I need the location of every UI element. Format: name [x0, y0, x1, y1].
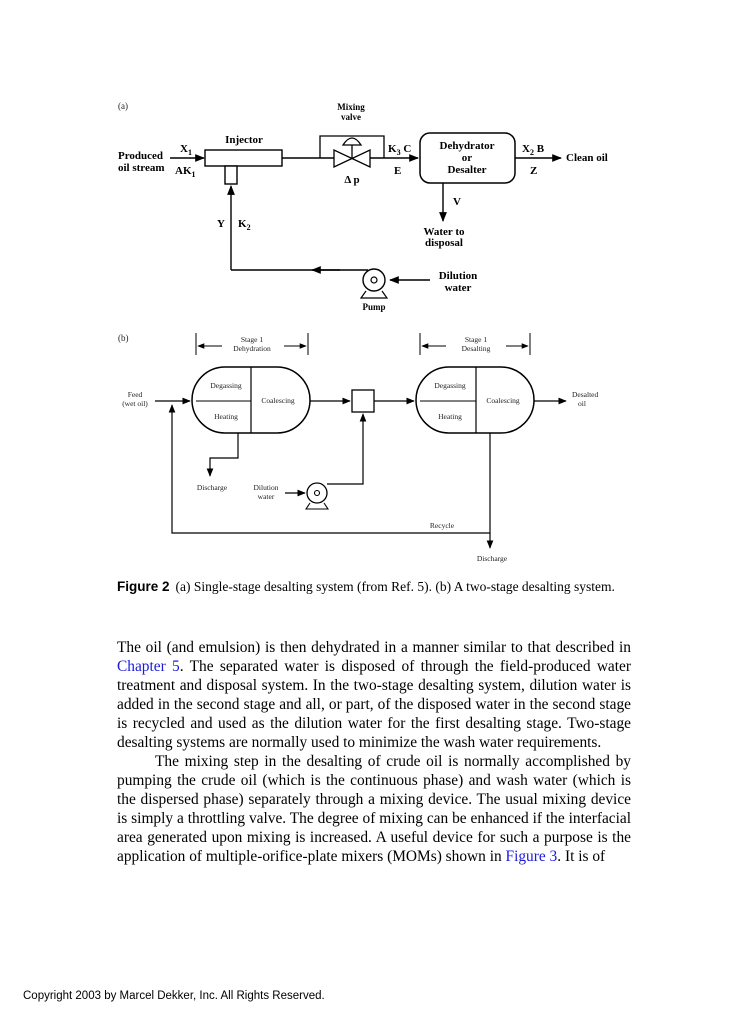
injector-body — [204, 149, 283, 167]
vessel1-degassing: Degassing — [210, 381, 241, 390]
desalted-oil-label-2: oil — [578, 399, 586, 408]
x2b-label: X2 B — [522, 143, 545, 157]
figure-caption-text: (a) Single-stage desalting system (from … — [175, 579, 615, 594]
ak1-label: AK1 — [175, 165, 196, 179]
desalting-figure: (a) Mixing valve Injector Produced oil s… — [118, 101, 608, 563]
vessel2-coalescing: Coalescing — [486, 396, 520, 405]
dehydrator-label-2: or — [462, 152, 473, 164]
vessel1-coalescing: Coalescing — [261, 396, 295, 405]
e-label: E — [394, 165, 401, 177]
dilution-water-b-label-2: water — [258, 492, 275, 501]
y-label: Y — [217, 218, 225, 230]
v-label: V — [453, 196, 461, 208]
panel-b-label: (b) — [118, 333, 129, 343]
dehydrator-label-3: Desalter — [447, 164, 486, 176]
pump-b — [306, 482, 328, 504]
paragraph-1: The oil (and emulsion) is then dehydrate… — [117, 638, 631, 752]
vessel2-heating: Heating — [438, 412, 462, 421]
x1-label: X1 — [180, 143, 192, 157]
k2-label: K2 — [238, 218, 251, 232]
chapter-5-link[interactable]: Chapter 5 — [117, 658, 180, 675]
mixing-valve-label-2: valve — [341, 112, 361, 122]
produced-oil-label-1: Produced — [118, 150, 163, 162]
paragraph-1-text-b: . The separated water is disposed of thr… — [117, 658, 631, 751]
injector-label: Injector — [225, 134, 263, 146]
discharge1-label: Discharge — [197, 483, 228, 492]
z-label: Z — [530, 165, 537, 177]
valve-actuator — [341, 137, 363, 146]
paragraph-1-text-a: The oil (and emulsion) is then dehydrate… — [117, 639, 631, 656]
dilution-water-b-label-1: Dilution — [253, 483, 278, 492]
dilution-water-a-label-2: water — [445, 282, 472, 294]
produced-oil-label-2: oil stream — [118, 162, 165, 174]
clean-oil-label: Clean oil — [566, 152, 608, 164]
injector-nozzle — [224, 165, 238, 185]
valve-right — [350, 148, 371, 169]
delta-p-label: Δ p — [344, 174, 359, 186]
discharge2-label: Discharge — [477, 554, 508, 563]
vessel1-heating: Heating — [214, 412, 238, 421]
copyright-footer: Copyright 2003 by Marcel Dekker, Inc. Al… — [23, 990, 325, 1002]
paragraph-2: The mixing step in the desalting of crud… — [117, 752, 631, 866]
dehydrator-label-1: Dehydrator — [440, 140, 495, 152]
body-text: The oil (and emulsion) is then dehydrate… — [117, 638, 631, 866]
dilution-water-a-label-1: Dilution — [439, 270, 478, 282]
recycle-label: Recycle — [430, 521, 455, 530]
stage2-vessel — [415, 366, 535, 434]
figure-3-link[interactable]: Figure 3 — [505, 848, 558, 865]
valve-left — [333, 148, 354, 169]
vessel2-degassing: Degassing — [434, 381, 465, 390]
mixing-valve-label-1: Mixing — [337, 102, 365, 112]
mixer-box — [351, 389, 375, 413]
pump-a — [362, 268, 386, 292]
stage2-label-2: Desalting — [462, 344, 491, 353]
stage1-label-1: Stage 1 — [241, 335, 264, 344]
feed-label-1: Feed — [128, 390, 143, 399]
panel-a-label: (a) — [118, 101, 128, 111]
paragraph-2-text-b: . It is of — [557, 848, 606, 865]
paragraph-2-text-a: The mixing step in the desalting of crud… — [117, 753, 631, 865]
figure-caption: Figure 2 (a) Single-stage desalting syste… — [117, 578, 632, 595]
k3c-label: K3 C — [388, 143, 411, 157]
figure-caption-label: Figure 2 — [117, 579, 170, 594]
water-disposal-label-1: Water to — [423, 226, 465, 238]
pump-label: Pump — [362, 302, 385, 312]
feed-label-2: (wet oil) — [122, 399, 148, 408]
stage1-label-2: Dehydration — [233, 344, 271, 353]
water-disposal-label-2: disposal — [425, 237, 463, 249]
stage2-label-1: Stage 1 — [465, 335, 488, 344]
desalted-oil-label-1: Desalted — [572, 390, 598, 399]
